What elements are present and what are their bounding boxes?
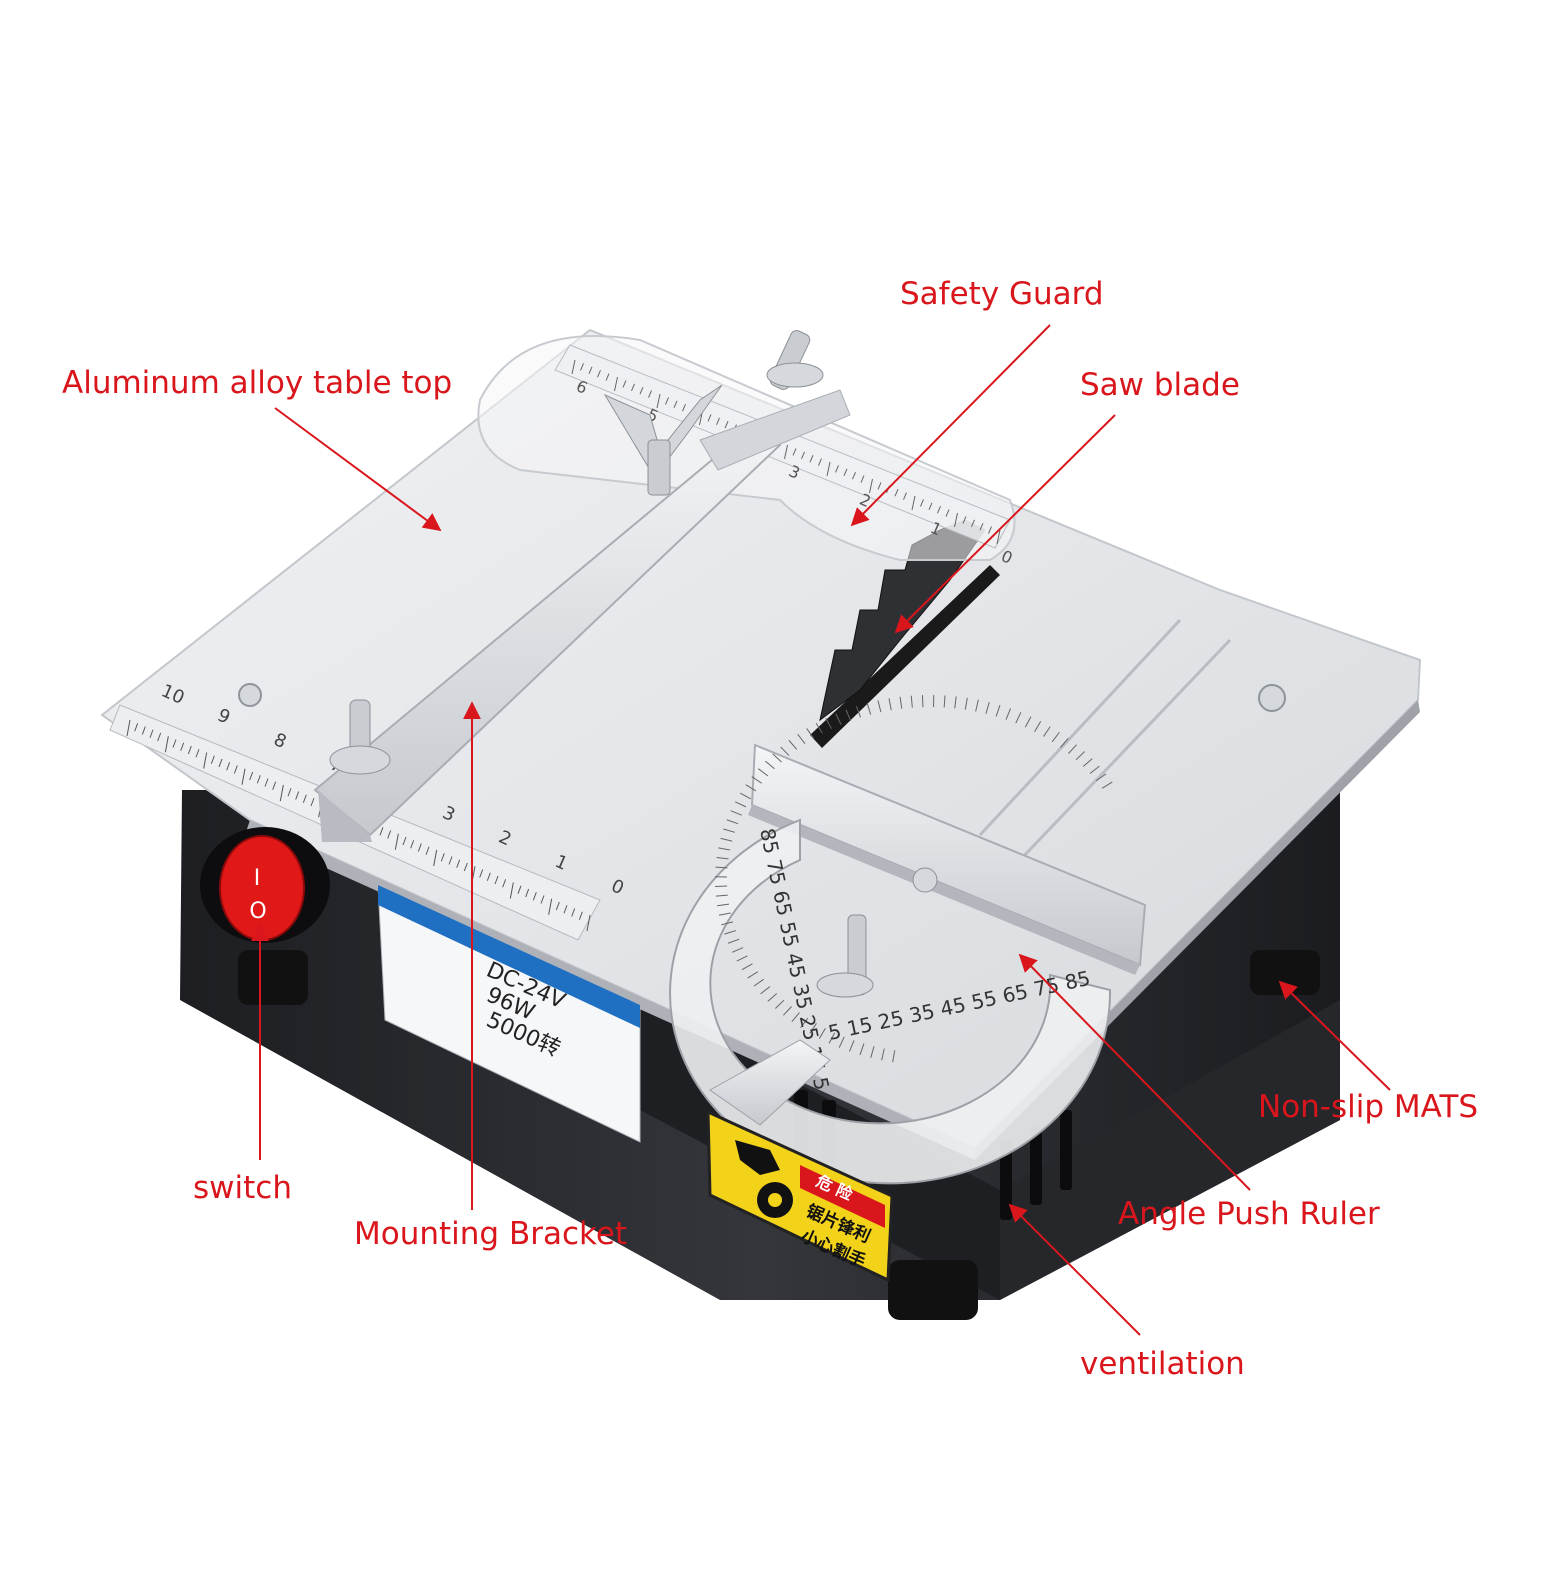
- table-screw: [1259, 685, 1285, 711]
- callout-ventilation: ventilation: [1080, 1345, 1245, 1383]
- wing-nut-icon: [767, 329, 823, 392]
- switch-off-mark: O: [249, 899, 266, 924]
- foot: [238, 950, 308, 1005]
- callout-non-slip: Non-slip MATS: [1258, 1088, 1478, 1126]
- callout-mounting-bracket: Mounting Bracket: [354, 1215, 627, 1253]
- callout-angle-ruler: Angle Push Ruler: [1118, 1195, 1380, 1233]
- switch-icon[interactable]: I O: [200, 827, 330, 943]
- callout-safety-guard: Safety Guard: [900, 275, 1104, 313]
- foot: [888, 1260, 978, 1320]
- saw-blade-icon: [757, 1182, 793, 1218]
- callout-table-top: Aluminum alloy table top: [62, 364, 452, 402]
- switch-on-mark: I: [254, 866, 261, 891]
- callout-saw-blade: Saw blade: [1080, 366, 1240, 404]
- callout-switch: switch: [193, 1169, 292, 1207]
- table-screw: [239, 684, 261, 706]
